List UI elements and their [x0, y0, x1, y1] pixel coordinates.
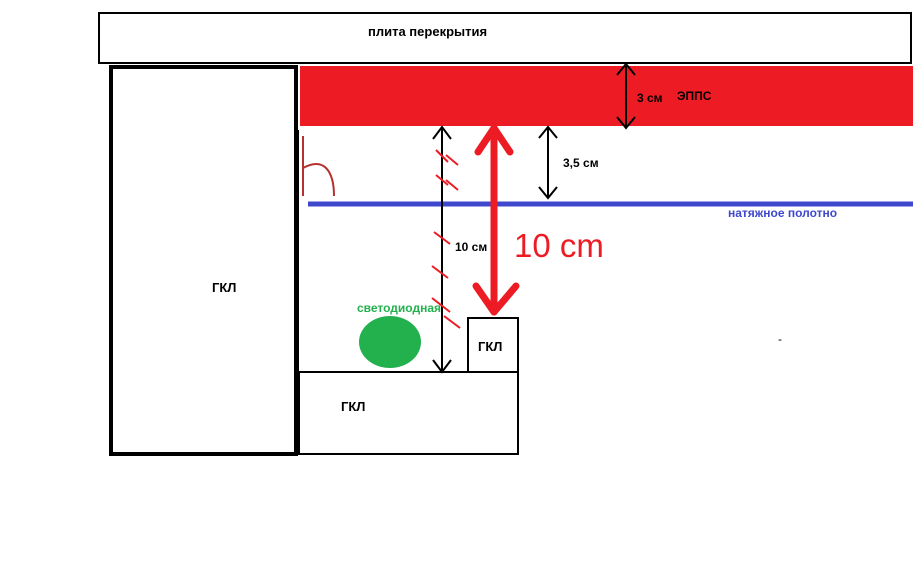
height-big-label: 10 cm	[514, 227, 604, 264]
gkl-small-box	[467, 317, 519, 373]
epps-thickness-arrow	[616, 62, 636, 130]
hatch-marks	[431, 149, 461, 329]
led-label: светодиодная	[357, 301, 441, 315]
epps-thickness-label: 3 см	[637, 91, 663, 105]
gkl-bottom-box	[298, 371, 519, 455]
stray-dash: -	[778, 332, 782, 346]
height-small-arrow	[432, 125, 452, 374]
height-small-label: 10 см	[455, 240, 487, 254]
slab-box	[98, 12, 912, 64]
gkl-wall	[109, 65, 298, 456]
gap-label: 3,5 см	[563, 156, 599, 170]
epps-layer	[300, 66, 913, 126]
stretch-ceiling-label: натяжное полотно	[728, 206, 837, 220]
gap-arrow	[538, 125, 558, 200]
gkl-bottom-label: ГКЛ	[341, 399, 365, 414]
handwritten-h-mark	[302, 136, 335, 197]
height-big-arrow	[472, 124, 520, 316]
slab-label: плита перекрытия	[368, 24, 487, 39]
led-strip-circle	[359, 316, 421, 368]
gkl-small-label: ГКЛ	[478, 339, 502, 354]
gkl-wall-label: ГКЛ	[212, 280, 236, 295]
epps-label: ЭППС	[677, 89, 712, 103]
